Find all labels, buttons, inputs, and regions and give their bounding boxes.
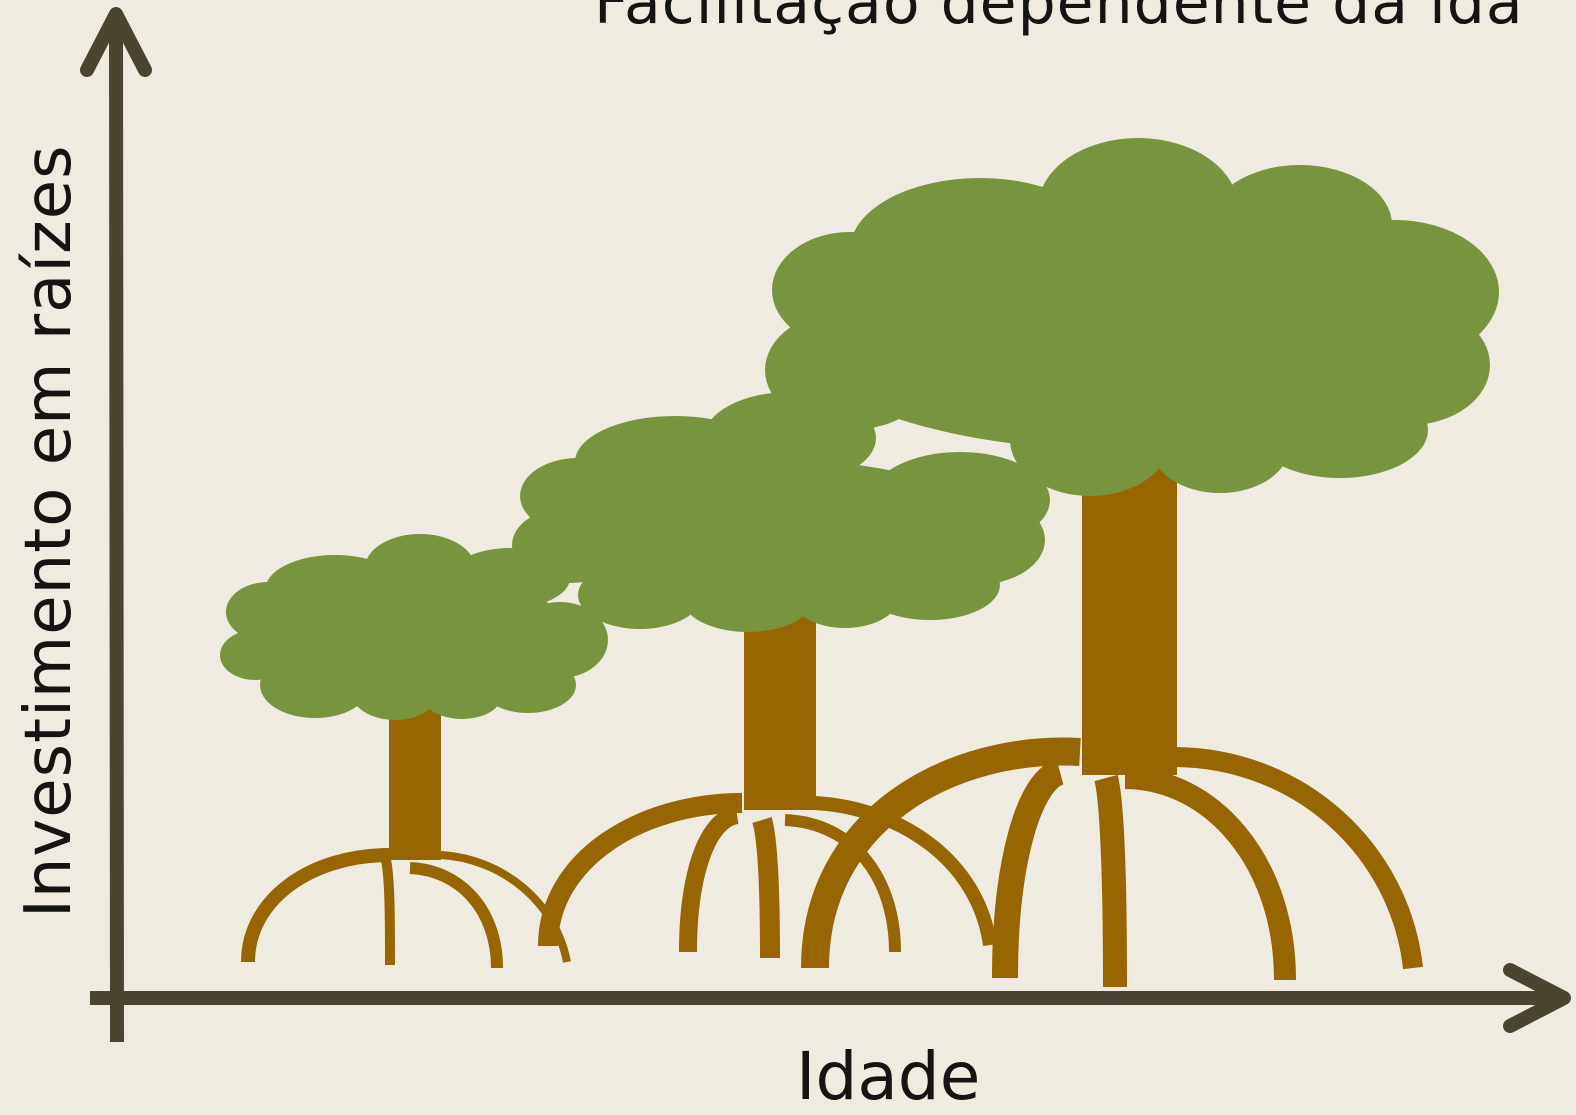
mature-mangrove	[765, 138, 1499, 988]
mature-mangrove-trunk	[1082, 440, 1177, 775]
x-axis-arrowhead	[1503, 963, 1571, 1033]
mature-mangrove-canopy	[765, 138, 1499, 496]
diagram-title: Facilitação dependente da ida	[594, 0, 1524, 38]
y-axis-label: Investimento em raízes	[12, 144, 86, 918]
young-mangrove	[220, 534, 608, 969]
young-mangrove-roots	[241, 848, 571, 969]
x-axis-label: Idade	[796, 1038, 981, 1115]
intermediate-mangrove-canopy	[512, 392, 1050, 632]
young-mangrove-canopy	[220, 534, 608, 720]
y-axis-line	[109, 13, 124, 1043]
y-axis-arrowhead	[80, 7, 152, 77]
intermediate-mangrove-roots	[538, 793, 997, 959]
intermediate-mangrove	[512, 392, 1050, 959]
axes	[80, 7, 1571, 1043]
mature-mangrove-roots	[801, 737, 1423, 988]
